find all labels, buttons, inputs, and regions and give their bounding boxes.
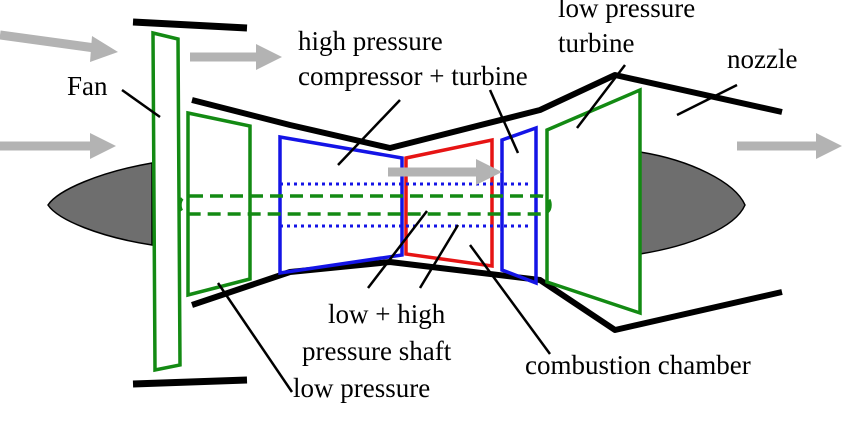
airflow-arrow-upper-left — [0, 30, 118, 62]
casing-top — [191, 72, 783, 151]
hp-compressor-turbine-label-line1: high pressure — [298, 26, 443, 56]
combustion-chamber — [404, 137, 494, 269]
shaft-label-line1: low + high — [328, 299, 446, 329]
leader-lp-turbine — [576, 64, 626, 129]
airflow-arrow-left — [0, 133, 116, 159]
airflow-arrow-bypass — [190, 44, 282, 70]
lp-compressor-label: low pressure — [293, 373, 430, 403]
combustion-chamber-label: combustion chamber — [525, 350, 751, 380]
airflow-arrow-core — [388, 159, 502, 185]
low-pressure-turbine — [545, 87, 642, 316]
hp-compressor-turbine-label-line2: compressor + turbine — [298, 61, 528, 91]
fan-cowl-top — [132, 18, 248, 32]
airflow-arrow-exhaust — [737, 133, 842, 159]
shaft-label-line2: pressure shaft — [302, 336, 452, 366]
lp-turbine-label-line2: turbine — [558, 28, 634, 58]
leader-lines — [121, 64, 738, 393]
leader-lp-compressor — [216, 282, 294, 393]
leader-shaft-high — [418, 224, 460, 289]
tail-cone — [639, 151, 746, 255]
leader-hp-turbine — [488, 89, 520, 154]
fan-label: Fan — [67, 71, 108, 101]
low-pressure-compressor — [186, 110, 252, 298]
leader-fan — [121, 88, 161, 119]
low-pressure-shaft — [178, 194, 552, 216]
fan-blade — [151, 30, 182, 373]
nose-cone — [47, 162, 153, 246]
lp-turbine-label-line1: low pressure — [558, 0, 695, 23]
leader-hp-compressor — [337, 99, 401, 166]
leader-shaft-low — [367, 210, 428, 289]
high-pressure-compressor — [278, 134, 404, 276]
nozzle-label: nozzle — [727, 44, 797, 74]
high-pressure-turbine — [500, 125, 538, 286]
fan-cowl-bottom — [132, 376, 248, 388]
leader-nozzle — [676, 83, 738, 117]
casing-bottom — [191, 259, 783, 333]
leader-combustion — [468, 244, 552, 355]
